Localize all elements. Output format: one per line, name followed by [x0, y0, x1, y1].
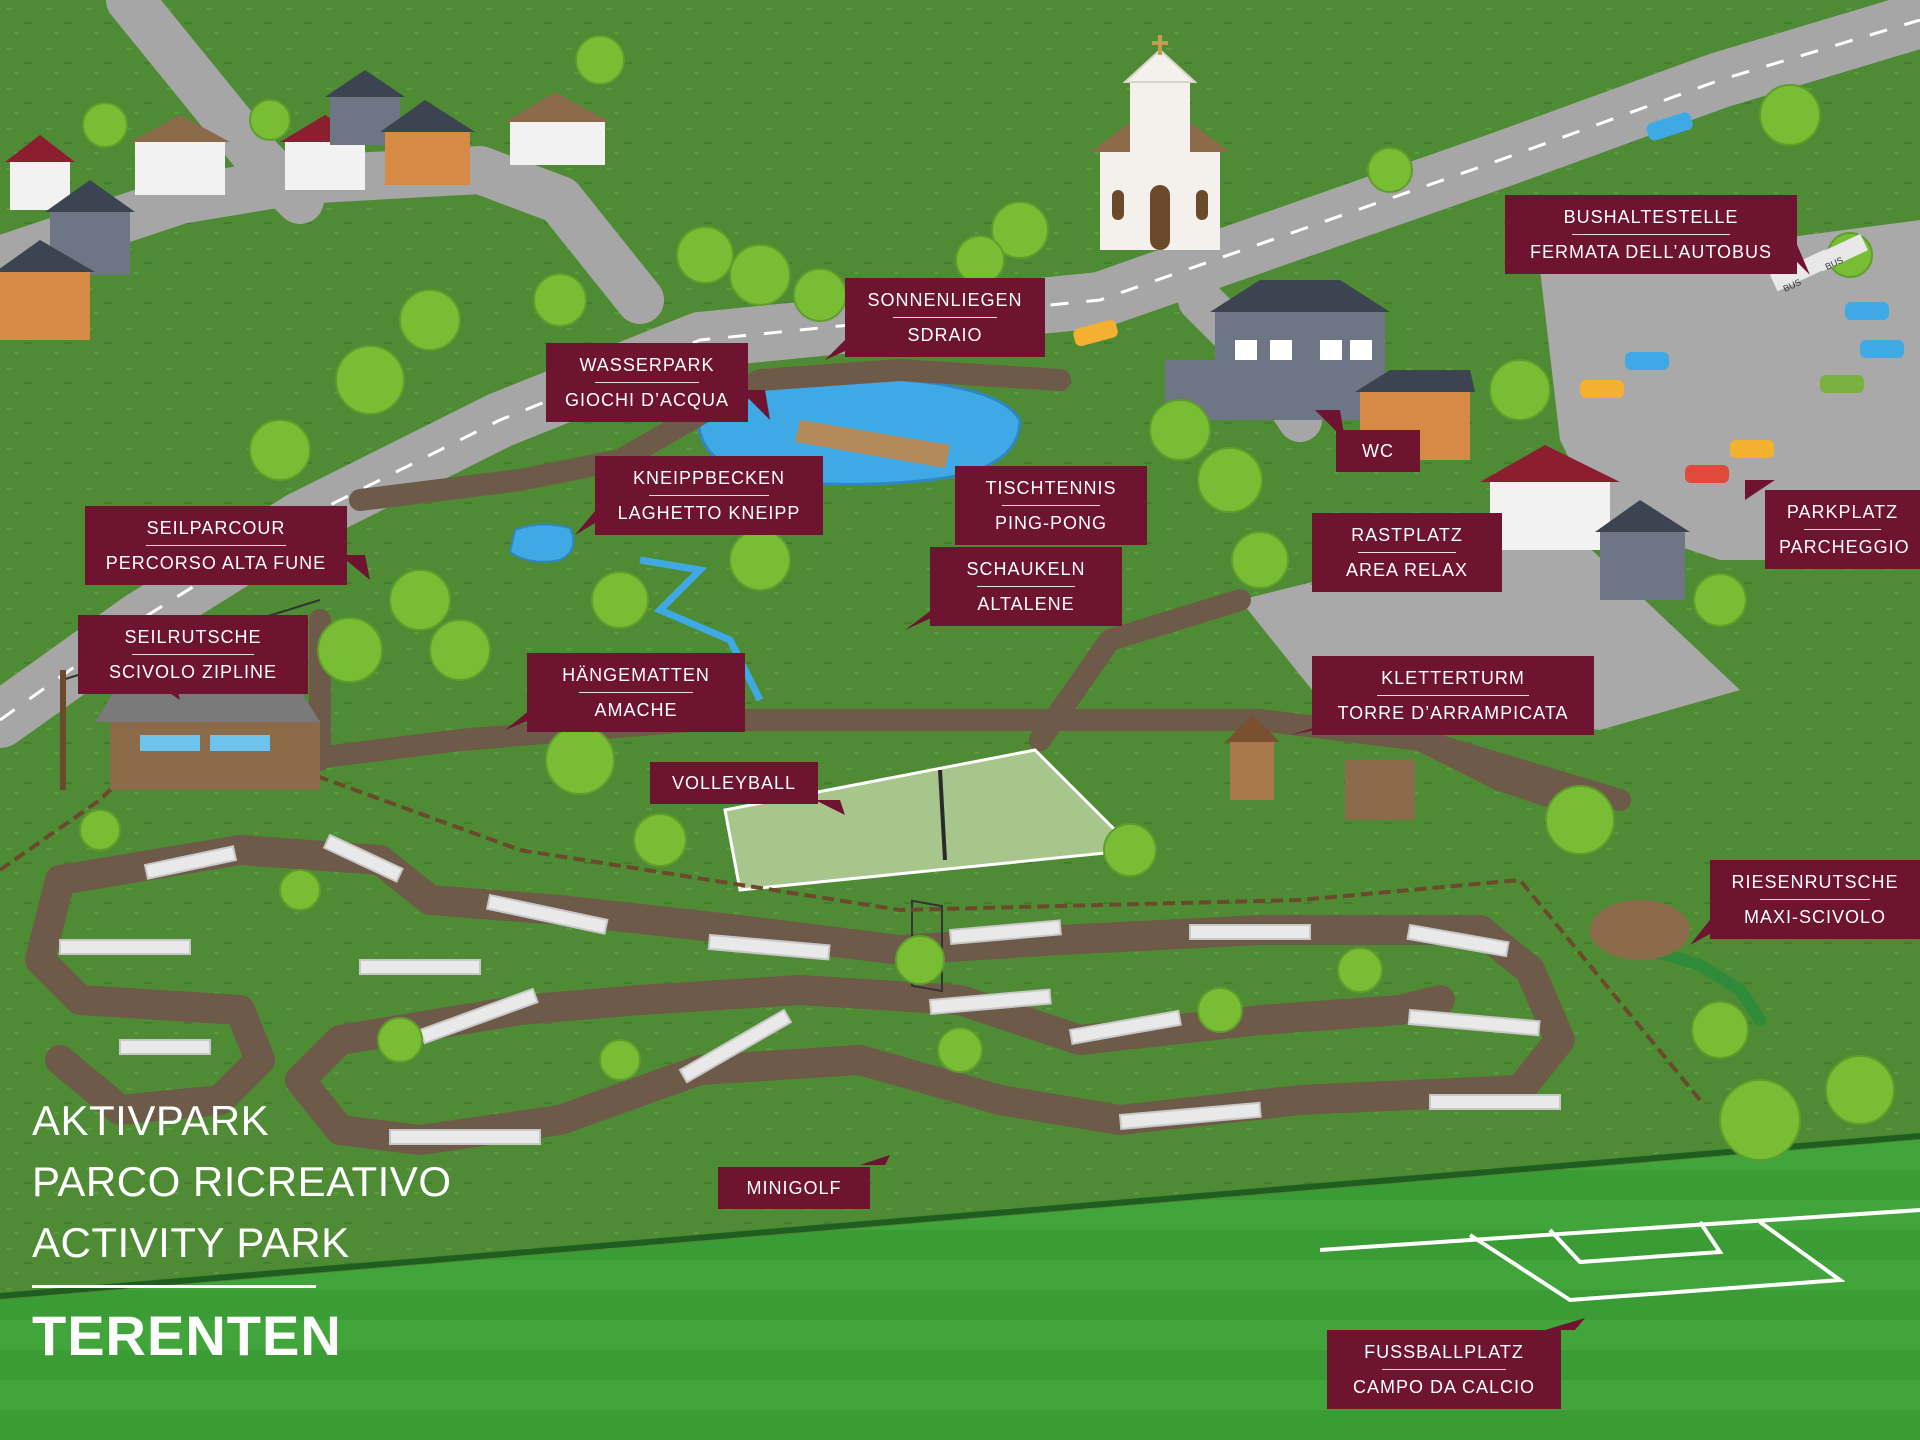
label-seilrutsche: SEILRUTSCHE SCIVOLO ZIPLINE [78, 615, 308, 694]
label-rastplatz: RASTPLATZ AREA RELAX [1312, 513, 1502, 592]
label-wc-de: WC [1362, 441, 1394, 461]
cars [1073, 112, 1904, 483]
label-tischtennis: TISCHTENNIS PING-PONG [955, 466, 1147, 545]
zipline-pole [60, 670, 66, 790]
label-kneippbecken-it: LAGHETTO KNEIPP [617, 503, 801, 523]
map-title-block: AKTIVPARK PARCO RICREATIVO ACTIVITY PARK… [32, 1090, 452, 1366]
title-rule [32, 1285, 316, 1288]
parking-lot [1540, 220, 1920, 560]
label-divider [1382, 1369, 1506, 1370]
label-seilparcour-de: SEILPARCOUR [146, 518, 286, 538]
slide-hill [1590, 900, 1690, 960]
label-divider [132, 654, 254, 655]
houses [0, 70, 1690, 600]
label-fussballplatz-it: CAMPO DA CALCIO [1352, 1377, 1536, 1397]
label-seilrutsche-de: SEILRUTSCHE [124, 627, 262, 647]
label-wasserpark-de: WASSERPARK [579, 355, 715, 375]
giant-slide [1644, 944, 1766, 1026]
label-riesenrutsche-it: MAXI-SCIVOLO [1743, 907, 1887, 927]
label-volleyball: VOLLEYBALL [650, 762, 818, 804]
label-rastplatz-it: AREA RELAX [1345, 560, 1469, 580]
label-divider [1804, 529, 1881, 530]
snack-hut [95, 690, 320, 790]
label-divider [579, 692, 693, 693]
label-sonnenliegen: SONNENLIEGEN SDRAIO [845, 278, 1045, 357]
label-volleyball-de: VOLLEYBALL [671, 773, 797, 793]
label-kneippbecken: KNEIPPBECKEN LAGHETTO KNEIPP [595, 456, 823, 535]
label-parkplatz: PARKPLATZ PARCHEGGIO [1765, 490, 1920, 569]
label-kletterturm-it: TORRE D’ARRAMPICATA [1337, 703, 1569, 723]
label-haengematten: HÄNGEMATTEN AMACHE [527, 653, 745, 732]
minigolf-lanes [59, 833, 1561, 1145]
label-tischtennis-de: TISCHTENNIS [985, 478, 1117, 498]
pitch-lines [1319, 1208, 1920, 1303]
label-parkplatz-de: PARKPLATZ [1786, 502, 1899, 522]
label-kneippbecken-de: KNEIPPBECKEN [632, 468, 786, 488]
pitch-fence [0, 1133, 1920, 1299]
label-seilparcour-it: PERCORSO ALTA FUNE [105, 553, 327, 573]
label-kletterturm: KLETTERTURM TORRE D’ARRAMPICATA [1312, 656, 1594, 735]
label-riesenrutsche: RIESENRUTSCHE MAXI-SCIVOLO [1710, 860, 1920, 939]
label-divider [1571, 234, 1731, 235]
label-kletterturm-de: KLETTERTURM [1381, 668, 1525, 688]
label-haengematten-de: HÄNGEMATTEN [562, 665, 710, 685]
label-divider [594, 382, 700, 383]
label-divider [1001, 505, 1101, 506]
label-haengematten-it: AMACHE [594, 700, 678, 720]
label-wasserpark: WASSERPARK GIOCHI D’ACQUA [546, 343, 748, 422]
map-title-line-2: PARCO RICREATIVO [32, 1158, 452, 1205]
label-sonnenliegen-it: SDRAIO [907, 325, 983, 345]
label-divider [649, 495, 769, 496]
label-bushaltestelle-it: FERMATA DELL’AUTOBUS [1529, 242, 1773, 262]
label-wasserpark-it: GIOCHI D’ACQUA [564, 390, 729, 410]
label-divider [1760, 899, 1870, 900]
label-divider [893, 317, 997, 318]
climbing-tower [1225, 715, 1415, 820]
label-seilparcour: SEILPARCOUR PERCORSO ALTA FUNE [85, 506, 347, 585]
label-bushaltestelle: BUSHALTESTELLE FERMATA DELL’AUTOBUS [1505, 195, 1797, 274]
label-rastplatz-de: RASTPLATZ [1351, 525, 1463, 545]
label-divider [145, 545, 287, 546]
label-fussballplatz: FUSSBALLPLATZ CAMPO DA CALCIO [1327, 1330, 1561, 1409]
trees [79, 35, 1895, 1161]
label-sonnenliegen-de: SONNENLIEGEN [867, 290, 1023, 310]
place-name: TERENTEN [32, 1304, 342, 1367]
label-schaukeln: SCHAUKELN ALTALENE [930, 547, 1122, 626]
label-parkplatz-it: PARCHEGGIO [1779, 537, 1910, 557]
label-schaukeln-it: ALTALENE [977, 594, 1075, 614]
label-schaukeln-de: SCHAUKELN [966, 559, 1086, 579]
church [1090, 35, 1230, 250]
label-fussballplatz-de: FUSSBALLPLATZ [1364, 1342, 1524, 1362]
boardwalk [795, 420, 950, 468]
minigolf-paths [25, 835, 1575, 1155]
label-bushaltestelle-de: BUSHALTESTELLE [1563, 207, 1739, 227]
label-divider [1358, 552, 1456, 553]
label-wc: WC [1336, 430, 1420, 472]
wooden-fence [299, 768, 1702, 1102]
label-minigolf: MINIGOLF [718, 1167, 870, 1209]
map-title-line-1: AKTIVPARK [32, 1097, 270, 1144]
label-riesenrutsche-de: RIESENRUTSCHE [1731, 872, 1899, 892]
label-divider [976, 586, 1076, 587]
kneipp-pool [508, 523, 575, 563]
bus-signs: BUS BUS [1770, 233, 1868, 294]
label-tischtennis-it: PING-PONG [994, 513, 1107, 533]
label-seilrutsche-it: SCIVOLO ZIPLINE [108, 662, 278, 682]
wooden-fence-left [0, 758, 142, 872]
map-title-line-3: ACTIVITY PARK [32, 1219, 350, 1266]
label-divider [1376, 695, 1530, 696]
label-minigolf-de: MINIGOLF [746, 1178, 842, 1198]
